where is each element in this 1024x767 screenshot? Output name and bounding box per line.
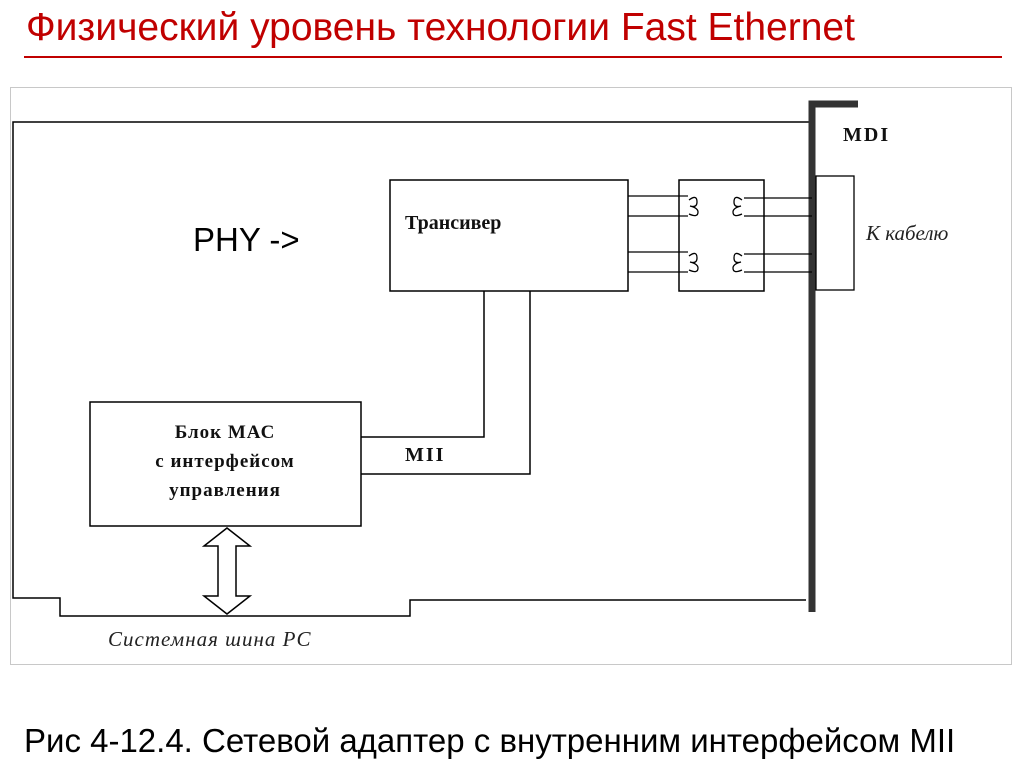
mac-block-line-2: с интерфейсом xyxy=(155,451,294,472)
cable-label: К кабелю xyxy=(865,221,949,245)
transformer-box xyxy=(678,179,765,292)
mac-block-line-3: управления xyxy=(169,480,281,501)
mdi-label: MDI xyxy=(843,124,890,146)
title-underline xyxy=(24,56,1002,58)
mii-line-lower xyxy=(361,291,531,475)
mac-block-line-1: Блок МАС xyxy=(175,422,276,443)
system-bus-label: Системная шина РС xyxy=(108,627,311,651)
system-bus-arrow xyxy=(201,527,253,615)
slide-title: Физический уровень технологии Fast Ether… xyxy=(26,6,855,49)
transceiver-label: Трансивер xyxy=(405,212,501,234)
figure-caption: Рис 4-12.4. Сетевой адаптер с внутренним… xyxy=(24,722,956,759)
diagram-frame xyxy=(10,87,1012,665)
mii-label: МII xyxy=(405,444,445,466)
transceiver-block xyxy=(389,179,629,292)
mii-line-upper xyxy=(361,291,485,438)
cable-connector xyxy=(815,175,855,291)
mdi-bracket xyxy=(808,100,858,612)
mac-block xyxy=(89,401,362,527)
adapter-board-outline xyxy=(12,121,810,617)
phy-label: PHY -> xyxy=(193,221,300,258)
transformer-coils xyxy=(688,196,743,273)
